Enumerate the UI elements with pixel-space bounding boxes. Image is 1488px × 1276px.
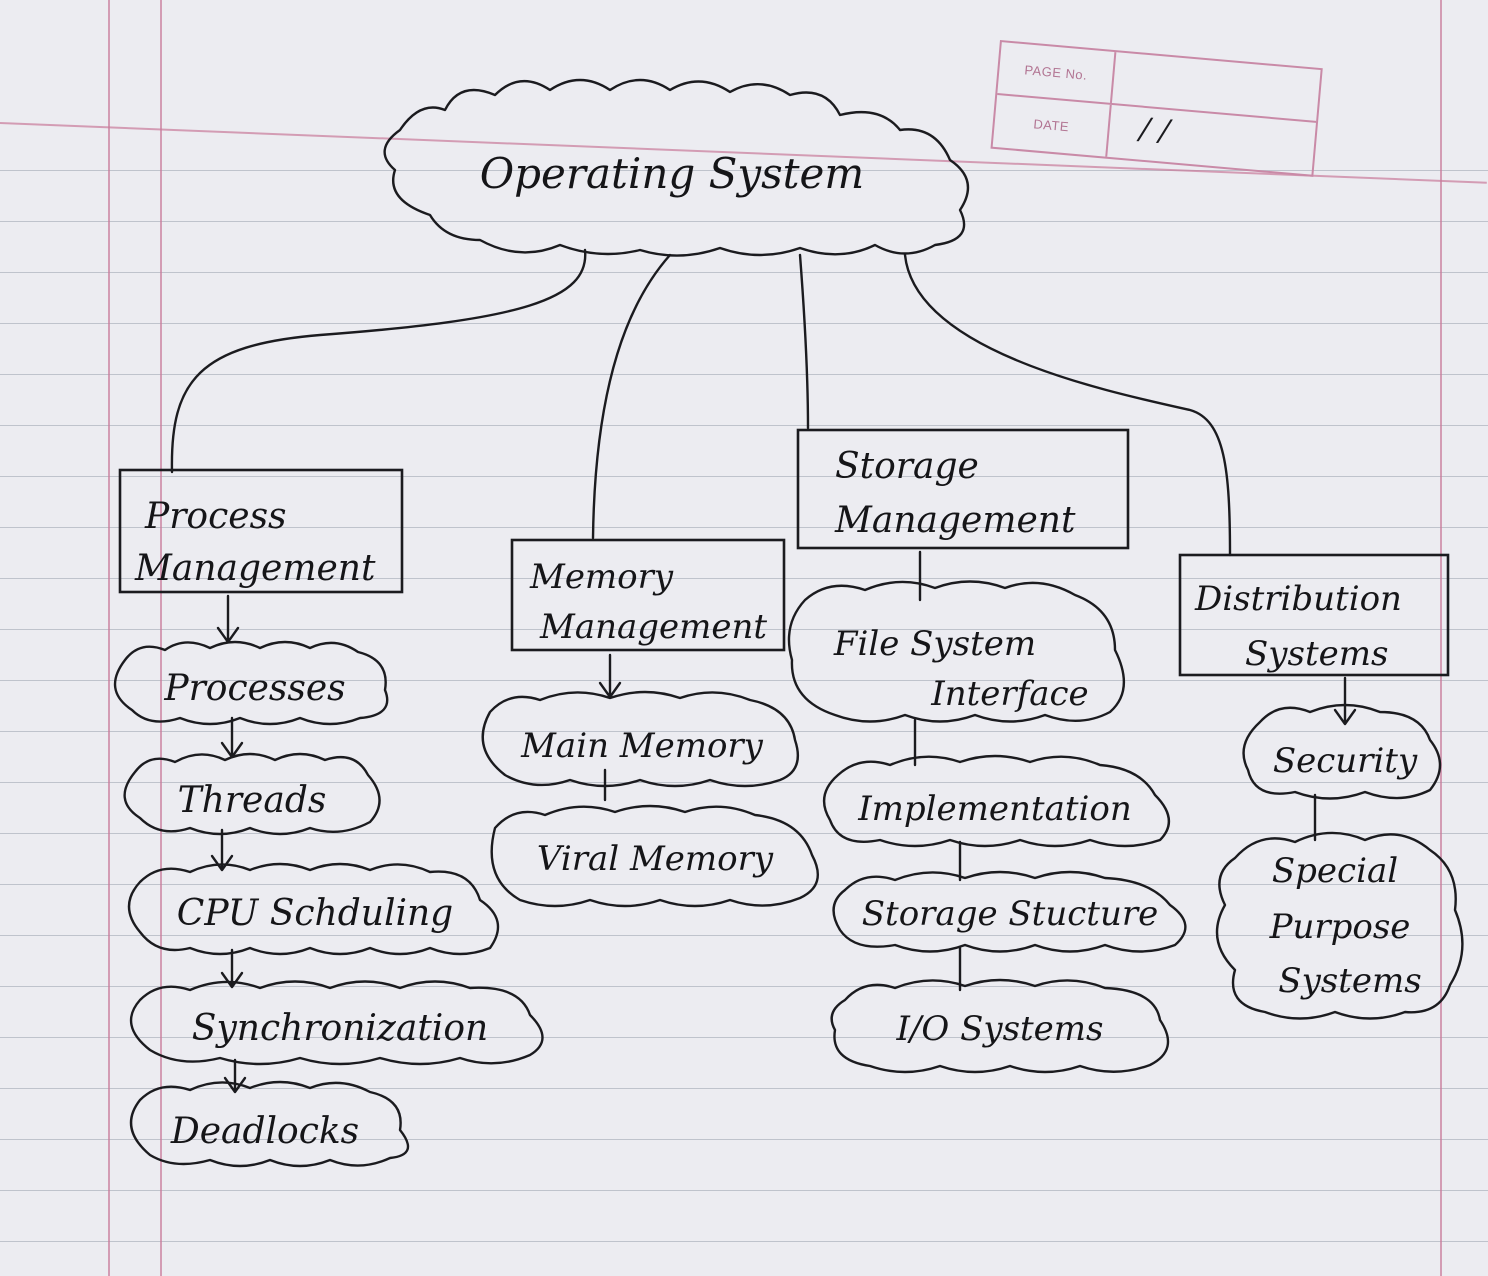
ruled-line [0,425,1488,426]
storage-item-storage-stucture: Storage Stucture [862,894,1158,934]
memory-management-title-line2: Management [539,607,767,647]
memory-management-title-line1: Memory [529,557,674,597]
connector-root-storage [798,253,810,430]
margin-line-left-2 [160,0,162,1276]
cloud-cpu-scheduling [127,862,500,956]
distribution-item-special-line2: Purpose [1269,907,1411,947]
arrow-memory-to-main [598,653,622,699]
ruled-line [0,272,1488,273]
distribution-item-special-line1: Special [1272,851,1398,891]
cloud-synchronization [129,980,544,1066]
arrow-sync-to-deadlocks [223,1058,247,1094]
process-item-processes: Processes [163,668,345,709]
margin-line-left [108,0,110,1276]
ruled-line [0,782,1488,783]
memory-management-box [510,538,786,652]
storage-management-title-line1: Storage [835,446,979,487]
ruled-line [0,170,1488,171]
distribution-systems-title-line2: Systems [1245,634,1388,674]
process-item-cpu-scheduling: CPU Schduling [177,893,453,934]
memory-item-main-memory: Main Memory [520,726,764,766]
cloud-storage-stucture [832,870,1187,953]
cloud-main-memory [481,690,800,788]
ruled-line [0,527,1488,528]
process-item-threads: Threads [178,780,327,821]
cloud-processes [113,640,389,726]
margin-line-right [1440,0,1442,1276]
ruled-line [0,323,1488,324]
arrow-process-to-processes [216,594,240,644]
cloud-viral-memory [490,804,820,908]
ruled-line [0,731,1488,732]
process-management-title-line1: Process [144,496,287,537]
connector-root-memory [591,253,672,540]
distribution-systems-title-line1: Distribution [1194,579,1402,619]
distribution-systems-box [1178,553,1450,677]
cloud-threads [123,752,381,836]
process-item-deadlocks: Deadlocks [170,1111,359,1152]
arrow-threads-to-cpu [210,828,234,872]
arrow-processes-to-threads [220,716,244,759]
cloud-io-systems [830,978,1170,1074]
storage-item-fsi-line2: Interface [930,674,1088,714]
cloud-deadlocks [129,1080,410,1168]
ruled-line [0,1190,1488,1191]
ruled-line [0,935,1488,936]
storage-management-title-line2: Management [834,500,1076,541]
distribution-item-special-line3: Systems [1278,961,1421,1001]
cloud-security [1242,703,1442,800]
ruled-line [0,476,1488,477]
ruled-line [0,1088,1488,1089]
ruled-line [0,833,1488,834]
cloud-special-purpose [1215,831,1464,1020]
process-item-synchronization: Synchronization [192,1008,488,1049]
process-management-title-line2: Management [134,548,376,589]
ruled-line [0,986,1488,987]
process-management-box [118,468,404,594]
ruled-line [0,578,1488,579]
ruled-line [0,1037,1488,1038]
ruled-line [0,1241,1488,1242]
ruled-line [0,1139,1488,1140]
distribution-item-security: Security [1273,741,1418,781]
ruled-line [0,629,1488,630]
storage-management-box [796,428,1130,550]
ruled-line [0,884,1488,885]
ruled-line [0,680,1488,681]
arrow-cpu-to-sync [220,948,244,989]
cloud-implementation [822,754,1170,848]
ruled-line [0,374,1488,375]
storage-item-fsi-line1: File System [833,624,1036,664]
storage-item-implementation: Implementation [857,789,1132,829]
cloud-file-system-interface [787,580,1126,723]
storage-item-io-systems: I/O Systems [896,1009,1104,1049]
root-node-label: Operating System [480,149,865,198]
connector-root-process [170,248,587,474]
arrow-distribution-to-security [1333,676,1357,726]
cloud-root [383,78,970,257]
memory-item-viral-memory: Viral Memory [537,839,774,879]
connector-root-distribution [903,253,1232,557]
ruled-line [0,221,1488,222]
